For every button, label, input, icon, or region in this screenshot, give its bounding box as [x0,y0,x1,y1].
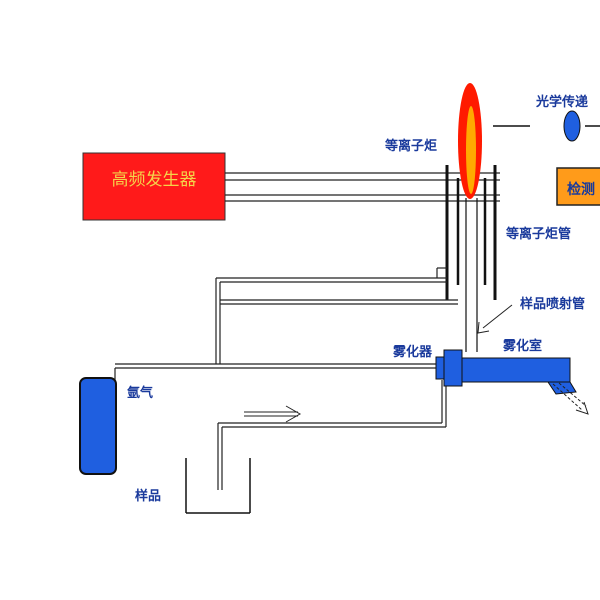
rf-generator: 高频发生器 [82,152,226,221]
spray-chamber-label: 雾化室 [502,338,542,354]
lens-icon [563,110,581,142]
spray-chamber [461,357,577,395]
argon-lines [114,267,458,380]
plasma-torch-label: 等离子炬 [384,138,437,154]
nebulizer-label: 雾化器 [392,344,433,360]
optical-path [493,110,600,142]
rf-leads [225,172,500,202]
drain-arrow-icon [552,382,589,415]
detector: 检测 [556,167,600,206]
plasma-torch-tube [445,165,497,352]
plasma-flame [458,83,482,199]
nebulizer [435,349,463,387]
argon-cylinder: 氩气 [79,377,153,475]
sample-label: 样品 [135,488,161,504]
rf-generator-label: 高频发生器 [112,170,197,190]
injector-arrow-icon [477,304,513,334]
sample-injector-label: 样品喷射管 [520,296,585,312]
plasma-torch-tube-label: 等离子炬管 [505,226,571,242]
argon-label: 氩气 [127,385,153,401]
optical-transfer-label: 光学传递 [535,94,588,110]
detector-label: 检测 [567,181,595,198]
sample-beaker [185,458,251,514]
sample-line [217,380,447,490]
flow-arrow-icon [244,405,302,423]
